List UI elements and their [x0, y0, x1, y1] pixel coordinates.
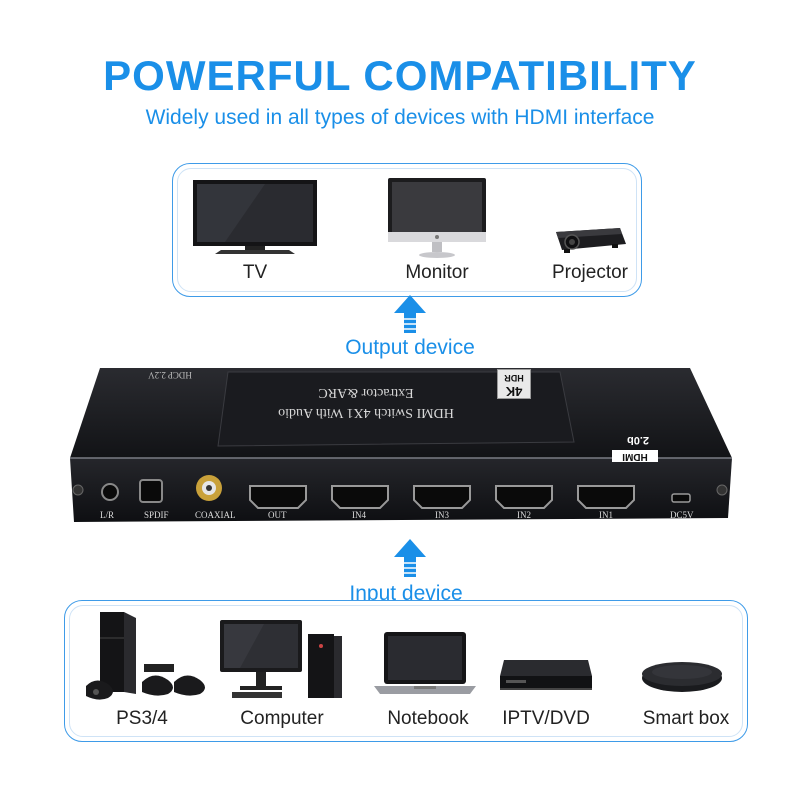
port-labels: L/R SPDIF COAXIAL OUT IN4 IN3 IN2 IN1 DC…: [0, 510, 800, 524]
game-console-icon: [86, 612, 205, 700]
hdmi-logo: HDMI: [612, 450, 658, 462]
input-label-smartbox: Smart box: [642, 708, 730, 729]
badge-hdr-text: HDR: [504, 373, 524, 383]
dvd-player-icon: [500, 660, 592, 690]
port-label-out: OUT: [268, 510, 287, 520]
port-label-coaxial: COAXIAL: [195, 510, 236, 520]
port-label-in2: IN2: [517, 510, 531, 520]
product-subname: Extractor &ARC: [318, 385, 414, 400]
input-label-dvd: IPTV/DVD: [502, 708, 590, 729]
page-subtitle: Widely used in all types of devices with…: [145, 106, 655, 129]
input-section-label: Input device: [349, 582, 463, 605]
computer-icon: [220, 620, 342, 698]
up-arrow-icon: [394, 539, 426, 577]
hdmi-version-label: 2.0b: [627, 434, 650, 446]
output-label-monitor: Monitor: [405, 262, 469, 283]
port-label-dc5v: DC5V: [670, 510, 694, 520]
input-label-computer: Computer: [240, 708, 324, 729]
hdmi-switch-device: [70, 368, 732, 522]
output-panel-inner: [177, 168, 637, 292]
projector-icon: [556, 228, 626, 253]
smart-box-icon: [642, 662, 722, 692]
port-label-lr: L/R: [100, 510, 115, 520]
input-panel-inner: [69, 605, 743, 737]
tv-icon: [193, 180, 317, 254]
badge-4k: 4K HDR: [497, 369, 531, 399]
up-arrow-icon: [394, 295, 426, 333]
port-label-spdif: SPDIF: [144, 510, 169, 520]
output-label-projector: Projector: [551, 262, 629, 283]
port-label-in3: IN3: [435, 510, 449, 520]
product-name: HDMI Switch 4X1 With Audio: [278, 405, 454, 420]
input-device-panel: [64, 600, 748, 742]
output-section-label: Output device: [345, 336, 475, 359]
badge-4k-text: 4K: [505, 384, 523, 399]
notebook-icon: [374, 632, 476, 694]
port-label-in4: IN4: [352, 510, 366, 520]
hdcp-label: HDCP 2.2V: [148, 370, 192, 380]
output-label-tv: TV: [242, 262, 268, 283]
input-label-notebook: Notebook: [387, 708, 469, 729]
input-label-ps: PS3/4: [116, 708, 168, 729]
monitor-icon: [388, 178, 486, 258]
page-title: POWERFUL COMPATIBILITY: [103, 52, 697, 99]
port-label-in1: IN1: [599, 510, 613, 520]
